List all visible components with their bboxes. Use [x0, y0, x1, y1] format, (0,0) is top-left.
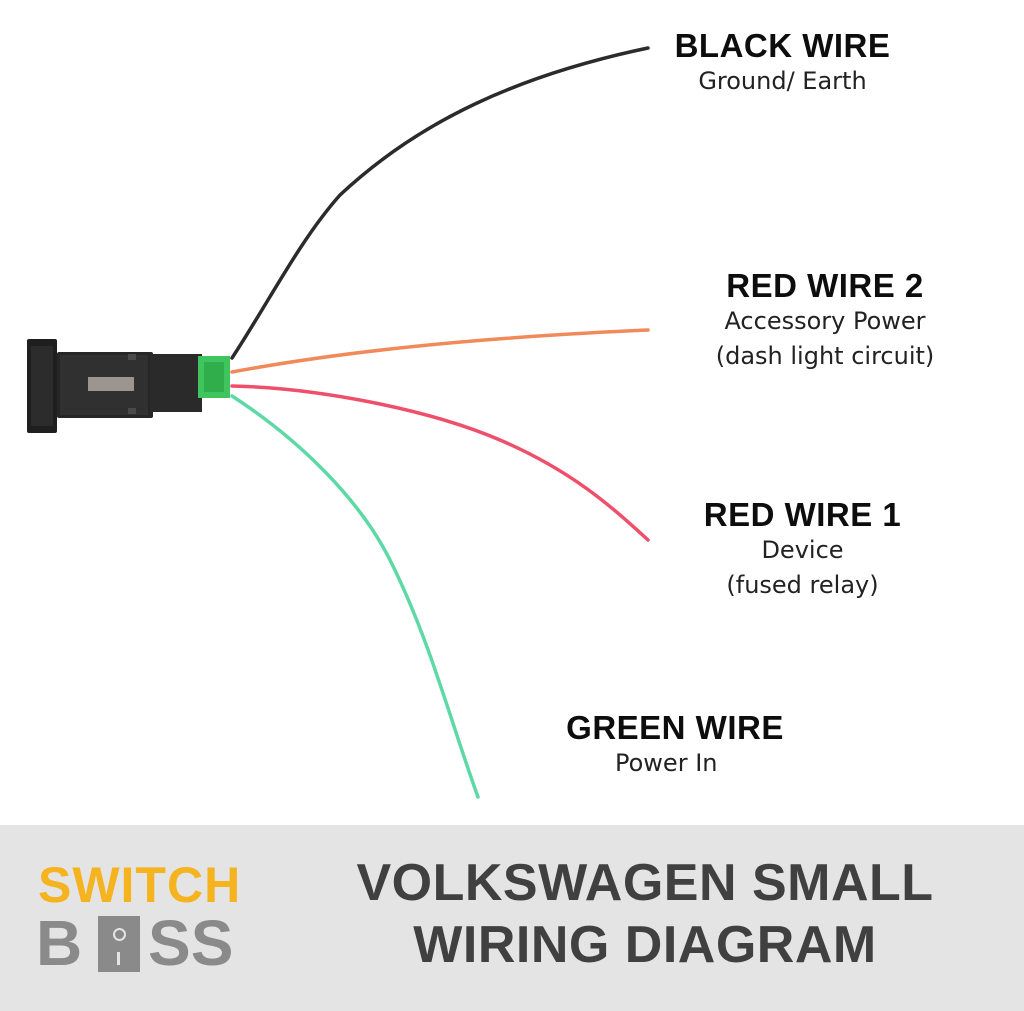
black-wire-label: BLACK WIRE Ground/ Earth	[660, 28, 905, 99]
red-wire-2-desc-2: (dash light circuit)	[715, 342, 935, 370]
footer-banner	[0, 825, 1024, 1011]
brand-logo-b: B	[36, 907, 83, 979]
black-wire-title: BLACK WIRE	[674, 27, 891, 64]
black-wire-desc: Ground/ Earth	[698, 67, 867, 95]
page-title-line-1: VOLKSWAGEN SMALL	[356, 854, 934, 912]
green-wire-title: GREEN WIRE	[566, 709, 784, 746]
red-wire-1-desc-2: (fused relay)	[726, 571, 879, 599]
rocker-switch	[27, 339, 230, 433]
wiring-diagram	[27, 46, 650, 799]
green-wire-desc: Power In	[615, 749, 718, 777]
red-wire-1-title: RED WIRE 1	[703, 496, 902, 533]
page-title: VOLKSWAGEN SMALL WIRING DIAGRAM	[300, 852, 990, 976]
brand-logo-ss: SS	[148, 907, 234, 979]
page-title-line-2: WIRING DIAGRAM	[413, 916, 877, 974]
red-wire-2-desc-1: Accessory Power	[724, 307, 926, 335]
brand-logo-switch: SWITCH	[38, 857, 242, 913]
rocker-switch-icon	[98, 916, 140, 972]
red-wire-1-desc-1: Device	[761, 536, 844, 564]
black-wire	[230, 46, 650, 360]
brand-logo-boss: B SS	[36, 910, 266, 976]
red-wire-2	[230, 328, 650, 374]
red-wire-2-label: RED WIRE 2 Accessory Power (dash light c…	[700, 268, 950, 374]
green-wire	[230, 394, 480, 799]
green-wire-label: GREEN WIRE Power In	[555, 710, 795, 781]
red-wire-2-title: RED WIRE 2	[726, 267, 924, 304]
red-wire-1	[230, 384, 650, 542]
red-wire-1-label: RED WIRE 1 Device (fused relay)	[690, 497, 915, 603]
